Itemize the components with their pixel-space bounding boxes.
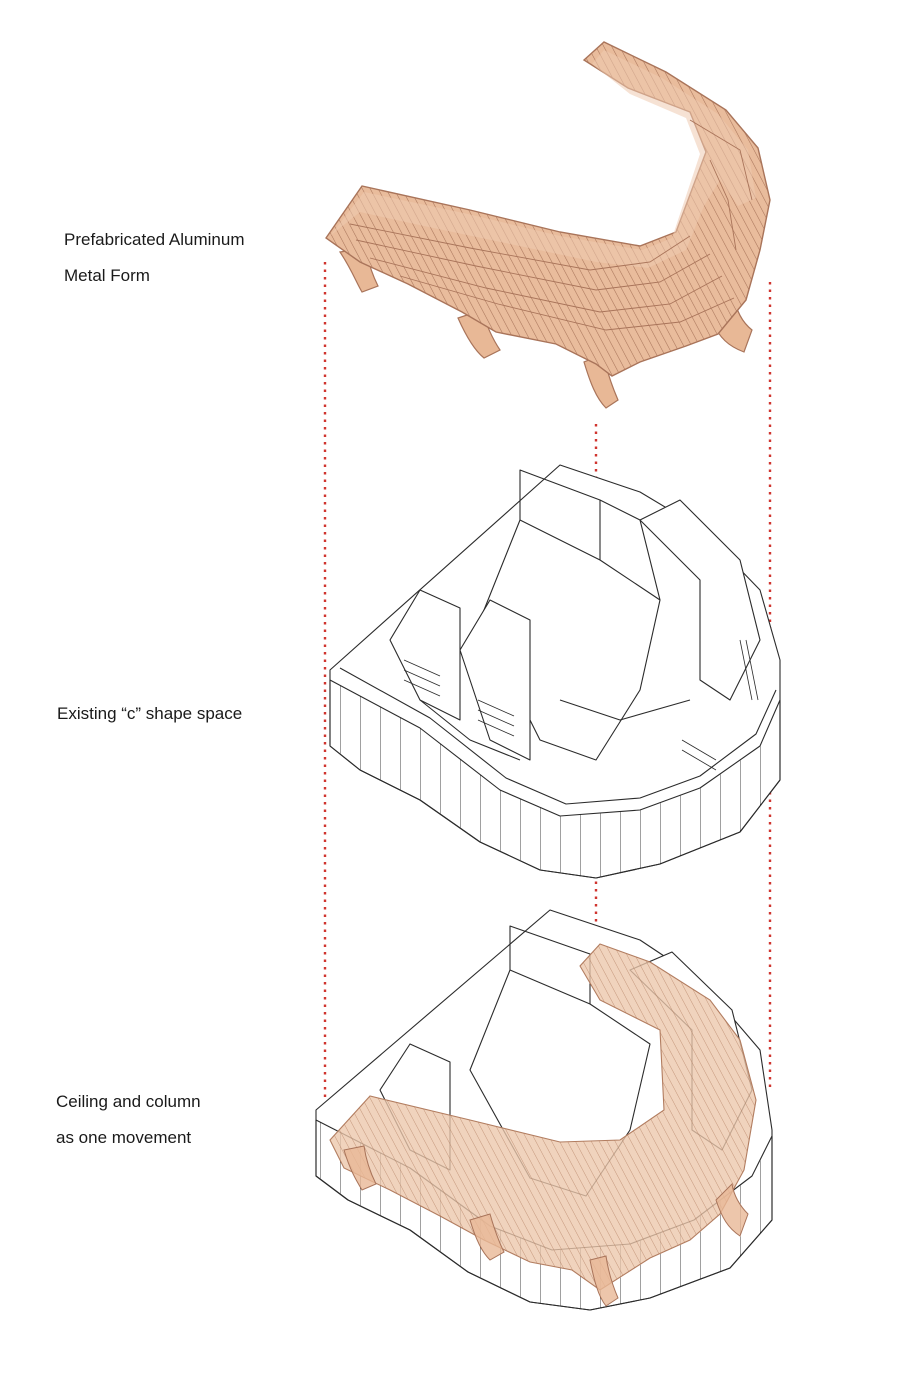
label-metal-form-line1: Prefabricated Aluminum (64, 230, 245, 249)
label-existing-space: Existing “c” shape space (57, 696, 242, 732)
label-metal-form-line2: Metal Form (64, 266, 150, 285)
label-combined-line1: Ceiling and column (56, 1092, 201, 1111)
label-combined-line2: as one movement (56, 1128, 192, 1147)
combined-metal-columns (343, 1145, 749, 1307)
label-metal-form: Prefabricated Aluminum Metal Form (64, 222, 244, 294)
existing-wall-mid (459, 599, 531, 761)
existing-space-drawing (329, 464, 781, 879)
existing-wall-right (639, 499, 761, 701)
label-combined: Ceiling and column as one movement (56, 1084, 201, 1156)
label-existing-space-line1: Existing “c” shape space (57, 704, 243, 723)
metal-form-body (325, 41, 771, 377)
combined-drawing (315, 909, 773, 1311)
metal-form-slat-lines (349, 119, 753, 331)
existing-wall-left (389, 589, 461, 721)
metal-form-top-face (330, 50, 756, 268)
existing-facade (329, 679, 781, 879)
existing-shelving (403, 639, 759, 771)
metal-form (325, 41, 771, 409)
